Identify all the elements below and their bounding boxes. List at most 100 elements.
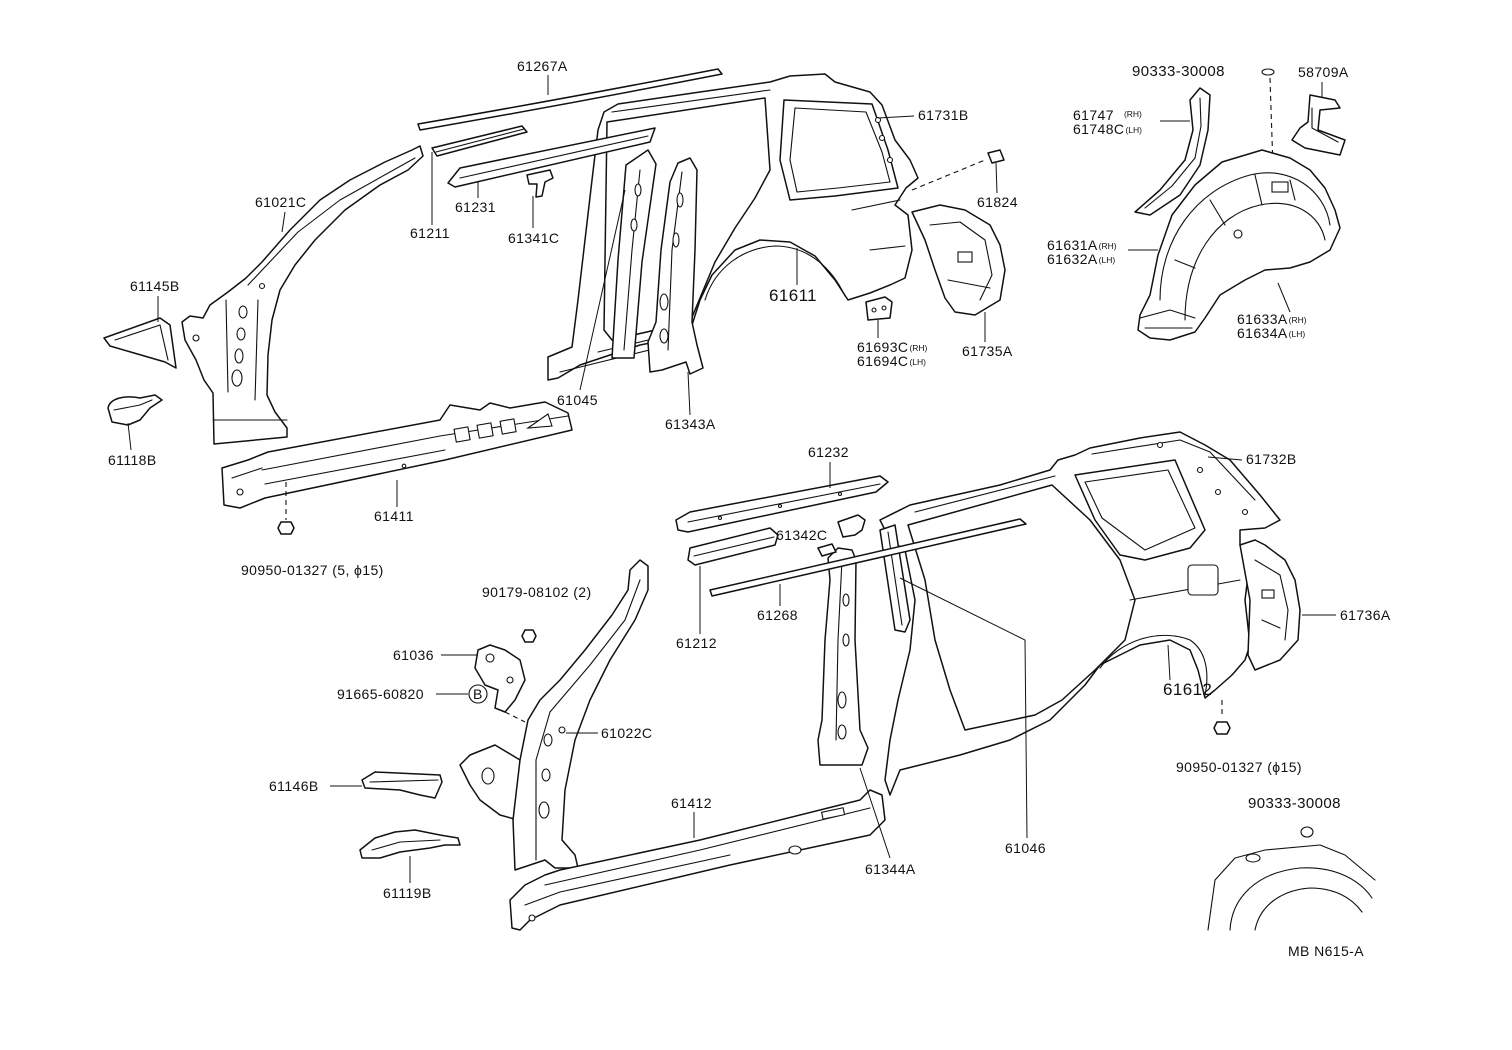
part-61045-inner-line (623, 169, 641, 351)
part-61146b-outline (361, 771, 443, 799)
part-61022c-hole (541, 768, 551, 782)
label-61119b: 61119B (383, 885, 432, 901)
label-61046: 61046 (1005, 840, 1046, 856)
part-61231-inner (459, 135, 649, 179)
label-61145b: 61145B (130, 278, 180, 294)
plug-bottom (1300, 826, 1314, 838)
wheel-housing-detail-arch (1229, 867, 1373, 931)
label-61212: 61212 (676, 635, 717, 651)
part-61612-hole (1196, 466, 1204, 474)
leader-61732b (1207, 456, 1243, 461)
part-61343a-pillar (647, 157, 704, 375)
label-61824: 61824 (977, 194, 1018, 210)
label-61631a-side: (RH) (1099, 241, 1117, 251)
label-61634a-num: 61634A (1237, 325, 1288, 341)
part-61611-hole (878, 134, 886, 142)
part-61824-outline (987, 149, 1005, 164)
nut-right (1213, 721, 1231, 735)
plug-top (1261, 68, 1275, 76)
part-61211-strip (431, 125, 528, 157)
label-61045: 61045 (557, 392, 598, 408)
label-61747-num: 61747 (1073, 107, 1114, 123)
part-61341c-bracket (526, 169, 554, 198)
leader-61118b (127, 422, 132, 451)
label-61731b: 61731B (918, 107, 969, 123)
part-61411-hole (401, 463, 407, 469)
part-58709a-bracket (1291, 94, 1346, 156)
part-61736a-slot (1261, 589, 1275, 599)
part-61045-pillar (611, 149, 657, 359)
label-61343a: 61343A (665, 416, 716, 432)
part-61412-hole (528, 914, 536, 922)
label-61342c: 61342C (776, 527, 827, 543)
part-61633a-section (1139, 309, 1196, 329)
label-61036: 61036 (393, 647, 434, 663)
part-61736a-rear-panel (1239, 539, 1301, 671)
part-61119b-outline (359, 829, 461, 859)
part-61036-hole (485, 653, 495, 663)
part-61343a-hole (676, 192, 684, 208)
part-61118b-inner (113, 399, 153, 411)
part-61021c-hole (234, 348, 244, 364)
part-61021c-pillar (181, 145, 424, 445)
label-61611: 61611 (769, 286, 817, 305)
part-61631a-ribs (1174, 174, 1296, 269)
part-61267a-outline (417, 68, 723, 131)
leader-61045 (579, 189, 626, 391)
label-61735a: 61735A (962, 343, 1013, 359)
part-61343a-hole (672, 232, 680, 248)
part-61021c-outline (181, 145, 424, 445)
part-61612-hole (1214, 488, 1222, 496)
part-61612-window-flange (1084, 469, 1196, 551)
part-61412-hole (788, 845, 802, 855)
label-61633a: 61633A(RH) (1237, 311, 1307, 327)
label-61631a-num: 61631A (1047, 237, 1098, 253)
part-61212-inner (693, 536, 775, 557)
part-61344a-inner (835, 559, 843, 741)
label-61747: 61747(RH) (1073, 107, 1142, 123)
part-61611-inner-lines (559, 89, 906, 373)
part-61411-window (526, 413, 553, 429)
wheel-housing-detail-outline (1207, 844, 1376, 931)
part-61611-hole (886, 156, 894, 164)
part-61344a-hole (842, 593, 850, 607)
callout-b: B (468, 684, 488, 704)
part-61693c-hole (871, 307, 877, 313)
part-61736a-outline (1239, 539, 1301, 671)
part-61344a-hole (837, 724, 847, 740)
label-58709a: 58709A (1298, 64, 1349, 80)
label-90950-right: 90950-01327 (ϕ15) (1176, 759, 1302, 775)
part-61145b-inner (114, 324, 169, 361)
leader-61344a (859, 767, 891, 859)
drawing-code: MB N615-A (1288, 943, 1364, 959)
part-61412-inner (524, 807, 871, 906)
label-61634a: 61634A(LH) (1237, 325, 1305, 341)
part-61231-strip (447, 127, 656, 188)
part-61021c-hole (238, 305, 248, 319)
part-61631a-slot (1271, 181, 1289, 193)
part-61232-hole (717, 515, 723, 521)
part-61735a-panel (911, 204, 1006, 316)
callout-b-letter: B (473, 686, 483, 702)
label-61344a: 61344A (865, 861, 916, 877)
part-61145b-bracket (103, 317, 177, 369)
part-61022c-pillar (459, 559, 649, 871)
label-61118b: 61118B (108, 452, 157, 468)
part-61046-inner (887, 531, 903, 626)
callout-b-circle (468, 684, 488, 704)
part-61344a-pillar (817, 547, 869, 766)
label-90179: 90179-08102 (2) (482, 584, 592, 600)
leader-61046 (899, 577, 1028, 839)
label-61267a: 61267A (517, 58, 568, 74)
label-61694c-num: 61694C (857, 353, 908, 369)
leader-61612 (1167, 644, 1171, 681)
part-61232-hole (777, 503, 783, 509)
part-61612-hole (1241, 508, 1249, 516)
label-61748c-num: 61748C (1073, 121, 1124, 137)
part-61146b-bracket (361, 771, 443, 799)
part-61045-hole (630, 218, 638, 232)
part-61342c-tab (817, 543, 837, 557)
label-61634a-side: (LH) (1289, 329, 1306, 339)
part-61036-hole (506, 676, 514, 684)
part-61631a-hole (1233, 229, 1243, 239)
